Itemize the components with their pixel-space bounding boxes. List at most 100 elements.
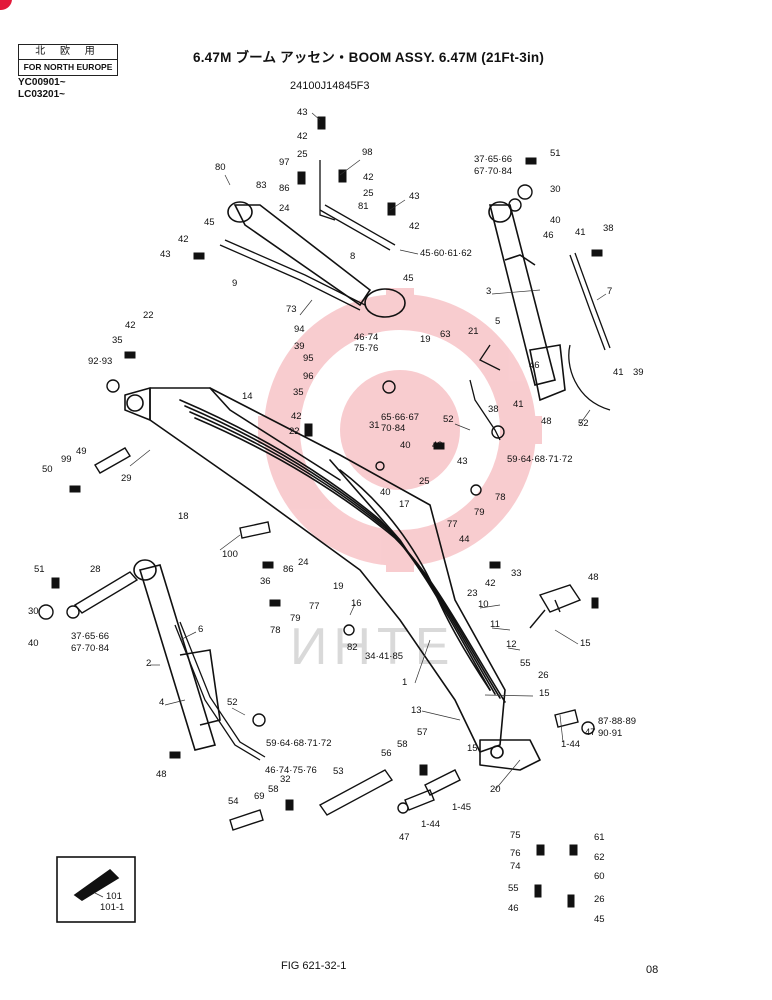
callout-52: 52 (578, 418, 589, 429)
callout-30: 30 (28, 606, 39, 617)
callout-13: 13 (411, 705, 422, 716)
callout-47: 47 (585, 727, 596, 738)
callout-98: 98 (362, 147, 373, 158)
callout-42: 42 (409, 221, 420, 232)
callout-18: 18 (178, 511, 189, 522)
callout-83: 83 (256, 180, 267, 191)
callout-77: 77 (447, 519, 458, 530)
callout-16: 16 (351, 598, 362, 609)
washer-65 (382, 380, 396, 394)
callout-9: 9 (232, 278, 238, 289)
callout-67-70-84: 67·70·84 (71, 643, 110, 654)
callout-31: 31 (369, 420, 380, 431)
callout-42: 42 (363, 172, 374, 183)
callout-55: 55 (508, 883, 519, 894)
callout-59-64-68-71-72: 59·64·68·71·72 (507, 454, 573, 465)
callout-11: 11 (490, 619, 500, 630)
callout-20: 20 (490, 784, 501, 795)
callout-53: 53 (333, 766, 344, 777)
callout-58: 58 (268, 784, 279, 795)
callout-28: 28 (90, 564, 101, 575)
callout-52: 52 (227, 697, 238, 708)
callout-61: 61 (594, 832, 605, 843)
callout-23: 23 (467, 588, 478, 599)
callout-81: 81 (358, 201, 369, 212)
callout-62: 62 (594, 852, 605, 863)
assembly-part-number: 24100J14845F3 (290, 80, 370, 92)
callout-54: 54 (228, 796, 239, 807)
callout-21: 21 (468, 326, 479, 337)
callout-46: 46 (529, 360, 540, 371)
region-jp-label: 北 欧 用 (19, 45, 117, 60)
callout-55: 55 (520, 658, 531, 669)
callout-41: 41 (575, 227, 586, 238)
washer-37-right (508, 198, 522, 212)
callout-80: 80 (215, 162, 226, 173)
callout-1-44: 1-44 (421, 819, 441, 830)
callout-25: 25 (363, 188, 374, 199)
callout-24: 24 (298, 557, 309, 568)
callout-94: 94 (294, 324, 305, 335)
callout-14: 14 (242, 391, 253, 402)
watermark-logo (258, 288, 542, 572)
callout-67-70-84: 67·70·84 (474, 166, 513, 177)
callout-82: 82 (347, 642, 358, 653)
inset-tool-box (56, 856, 136, 923)
callout-78: 78 (495, 492, 506, 503)
callout-101: 101 (106, 891, 122, 902)
callout-96: 96 (303, 371, 314, 382)
callout-75: 75 (510, 830, 521, 841)
cylinder-2 (133, 559, 221, 751)
page-number: 08 (646, 964, 659, 976)
callout-45: 45 (403, 273, 414, 284)
callout-25: 25 (297, 149, 308, 160)
red-corner-badge (0, 0, 12, 10)
callout-59-64-68-71-72: 59·64·68·71·72 (266, 738, 332, 749)
callout-46-74-75-76: 46·74·75·76 (265, 765, 317, 776)
callout-57: 57 (417, 727, 428, 738)
callout-56: 56 (381, 748, 392, 759)
callout-22: 22 (289, 426, 300, 437)
callout-69: 69 (254, 791, 265, 802)
callout-8: 8 (350, 251, 356, 262)
clamp-group-15 (529, 584, 582, 629)
callout-1-44: 1-44 (561, 739, 581, 750)
callout-43: 43 (409, 191, 420, 202)
callout-99: 99 (61, 454, 72, 465)
washer-37 (66, 605, 80, 619)
callout-45: 45 (204, 217, 215, 228)
callout-1: 1 (402, 677, 408, 688)
callout-36: 36 (260, 576, 271, 587)
callout-75-76: 75·76 (354, 343, 379, 354)
callout-79: 79 (290, 613, 301, 624)
pins-and-bushings (38, 184, 595, 831)
callout-10: 10 (478, 599, 489, 610)
pin-29 (94, 447, 131, 474)
bolt-31 (375, 461, 385, 471)
callout-26: 26 (538, 670, 549, 681)
callout-51: 51 (34, 564, 45, 575)
bushing-30-right (517, 184, 533, 200)
callout-35: 35 (293, 387, 304, 398)
callout-33: 33 (511, 568, 522, 579)
pipe-12 (189, 411, 501, 699)
callout-40: 40 (380, 487, 391, 498)
callout-40: 40 (550, 215, 561, 226)
callout-74: 74 (510, 861, 521, 872)
callout-87-88-89: 87·88·89 (598, 716, 637, 727)
pipe-17 (339, 469, 491, 691)
pipe-6-and-52-lower (174, 621, 266, 761)
callout-95: 95 (303, 353, 314, 364)
callout-52: 52 (443, 414, 454, 425)
pin-53 (318, 769, 394, 816)
callout-37-65-66: 37·65·66 (474, 154, 513, 165)
callout-60: 60 (594, 871, 605, 882)
bushing-30-left (38, 604, 54, 620)
callout-38: 38 (603, 223, 614, 234)
callout-39: 39 (294, 341, 305, 352)
callout-17: 17 (399, 499, 410, 510)
callout-40: 40 (28, 638, 39, 649)
pipe-8-and-9 (219, 160, 396, 311)
serial-1: YC00901~ (18, 77, 66, 88)
pin-28 (73, 571, 139, 614)
